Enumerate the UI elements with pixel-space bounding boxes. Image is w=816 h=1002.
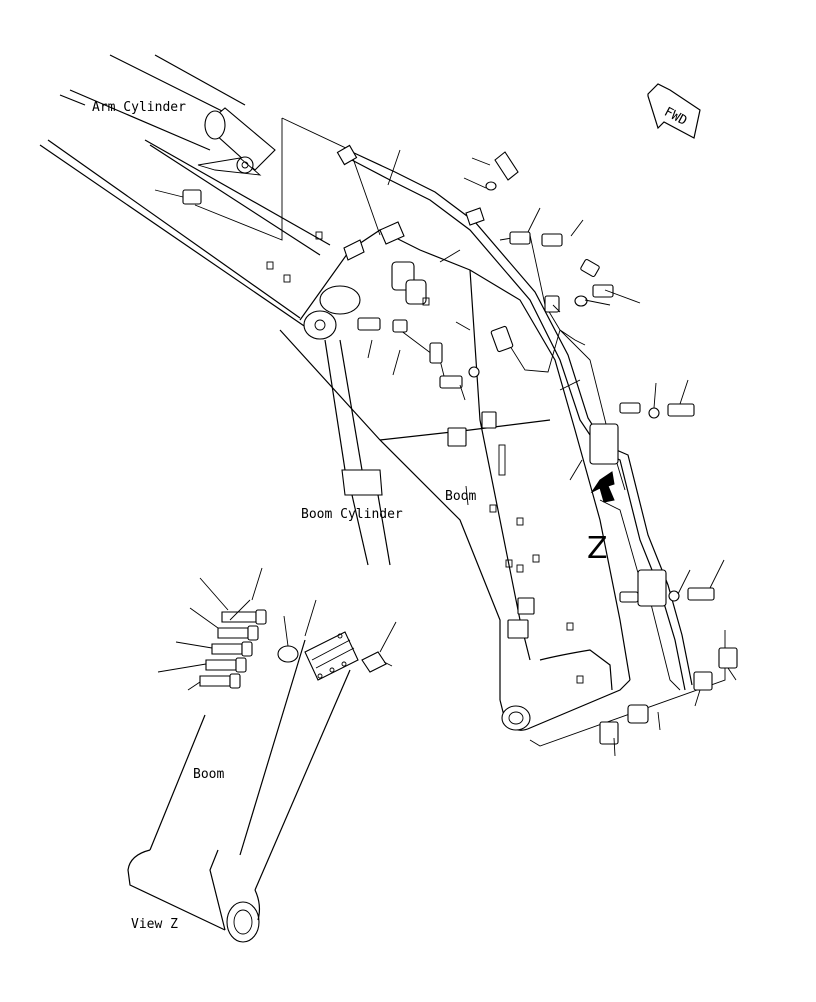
- arm-cylinder-label: Arm Cylinder: [92, 100, 186, 115]
- leader-lines: [154, 149, 737, 757]
- z-arrow: [590, 471, 615, 503]
- boom-label: Boom: [445, 489, 476, 504]
- view-z-label: View Z: [131, 917, 178, 932]
- arm-cylinder: [194, 107, 381, 241]
- fwd-arrow-icon: FWD: [647, 83, 701, 139]
- fwd-label: FWD: [662, 105, 690, 129]
- view-z-inset: [127, 567, 397, 943]
- fittings: [182, 144, 738, 745]
- boom-cylinder-label: Boom Cylinder: [301, 507, 403, 522]
- z-marker-label: Z: [587, 531, 608, 566]
- view-z-boom-label: Boom: [193, 767, 224, 782]
- arm-structure: [39, 54, 331, 331]
- view-z-bolts: [199, 609, 267, 689]
- boom-brackets: [266, 231, 584, 684]
- boom-cylinder: [303, 285, 391, 566]
